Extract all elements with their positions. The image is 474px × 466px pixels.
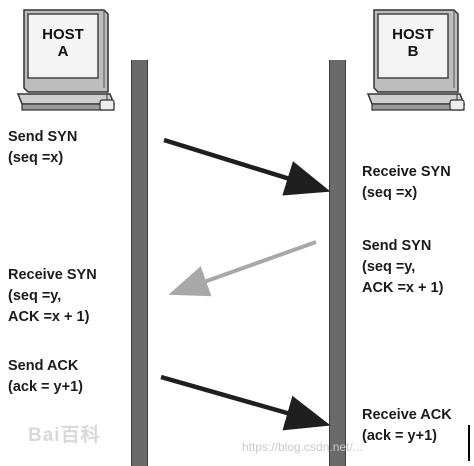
text-cursor (468, 425, 470, 461)
step-line: (seq =x) (8, 150, 64, 166)
step-line: ACK =x + 1) (362, 280, 444, 296)
computer-a-drawing (16, 9, 116, 111)
host-b-receive-syn-label: Receive SYN (seq =x) (362, 162, 451, 204)
host-b-letter: B (407, 43, 419, 60)
host-a-computer-icon: HOST A (8, 6, 118, 126)
step-line: Receive ACK (362, 407, 452, 423)
host-b-computer-icon: HOST B (358, 6, 468, 126)
host-a-letter: A (57, 43, 69, 60)
syn-ack-arrow (168, 240, 317, 297)
computer-b-drawing (366, 9, 466, 111)
host-b-title: HOST (392, 26, 434, 43)
step-line: (ack = y+1) (362, 428, 437, 444)
host-b-timeline (329, 60, 346, 466)
baike-watermark: Bai百科 (28, 425, 101, 446)
step-line: Send SYN (362, 238, 432, 254)
host-a-send-ack-label: Send ACK (ack = y+1) (8, 356, 83, 398)
host-a-title: HOST (42, 26, 84, 43)
step-line: Receive SYN (8, 267, 97, 283)
ack-arrow (160, 374, 331, 431)
step-line: (seq =y, (8, 288, 62, 304)
step-line: (seq =y, (362, 259, 416, 275)
host-b-receive-ack-label: Receive ACK (ack = y+1) (362, 405, 452, 447)
step-line: Send ACK (8, 358, 79, 374)
step-line: Send SYN (8, 129, 78, 145)
host-a-receive-syn-label: Receive SYN (seq =y, ACK =x + 1) (8, 265, 97, 328)
csdn-url-watermark: https://blog.csdn.net/... (242, 440, 363, 454)
step-line: (seq =x) (362, 185, 418, 201)
host-a-send-syn-label: Send SYN (seq =x) (8, 127, 77, 169)
host-b-send-syn-label: Send SYN (seq =y, ACK =x + 1) (362, 236, 443, 299)
host-a-timeline (131, 60, 148, 466)
step-line: Receive SYN (362, 164, 451, 180)
syn-arrow (163, 137, 331, 196)
step-line: ACK =x + 1) (8, 309, 90, 325)
step-line: (ack = y+1) (8, 379, 83, 395)
